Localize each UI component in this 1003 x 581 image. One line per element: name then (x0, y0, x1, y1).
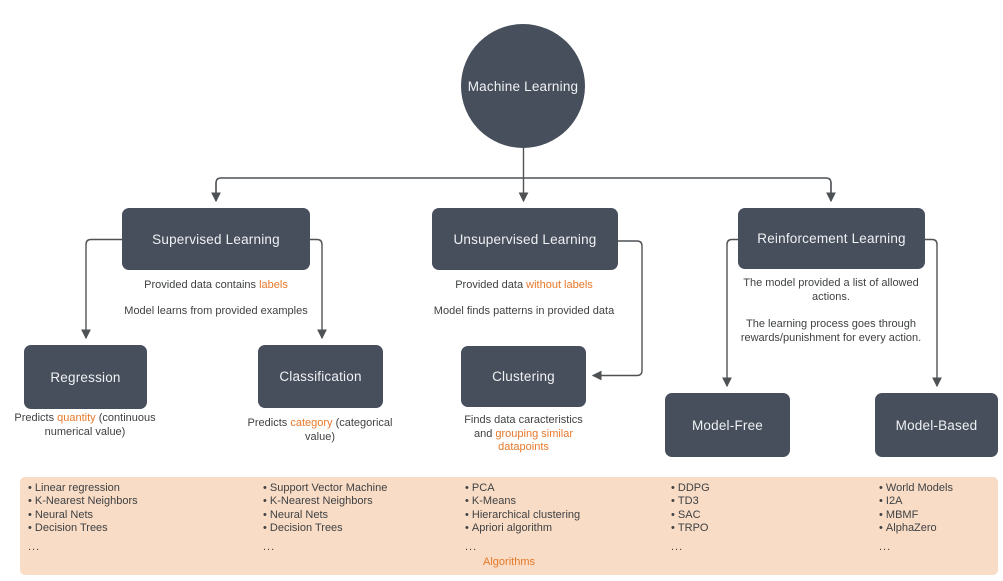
reinforcement-note-2: The learning process goes through reward… (740, 318, 922, 344)
list-item: Support Vector Machine (263, 482, 453, 495)
list-item: DDPG (671, 482, 811, 495)
list-item: Apriori algorithm (465, 522, 655, 535)
node-label: Unsupervised Learning (453, 231, 597, 247)
list-item: Decision Trees (263, 522, 453, 535)
node-clustering: Clustering (461, 346, 586, 407)
accent-without-labels: without labels (526, 279, 593, 291)
node-model-free: Model-Free (665, 393, 790, 457)
unsupervised-note-1: Provided data without labels (455, 279, 593, 291)
node-reinforcement-learning: Reinforcement Learning (738, 208, 925, 269)
node-label: Model-Based (895, 417, 978, 433)
list-item: Neural Nets (263, 509, 453, 522)
node-machine-learning: Machine Learning (461, 24, 585, 148)
list-item: K-Nearest Neighbors (263, 495, 453, 508)
algorithms-band-label: Algorithms (483, 556, 535, 568)
classification-note: Predicts category (categorical value) (247, 417, 393, 443)
node-label: Classification (279, 369, 362, 384)
clustering-note: Finds data caracteristics and grouping s… (464, 414, 583, 454)
algorithm-list-model-free: DDPG TD3 SAC TRPO ... (671, 482, 811, 554)
supervised-note-2: Model learns from provided examples (124, 305, 308, 317)
list-item: I2A (879, 495, 994, 508)
algorithm-list-regression: Linear regression K-Nearest Neighbors Ne… (28, 482, 243, 554)
list-more: ... (263, 540, 276, 553)
list-more: ... (28, 540, 41, 553)
unsupervised-note-2: Model finds patterns in provided data (433, 305, 615, 317)
accent-quantity: quantity (57, 412, 96, 424)
algorithm-list-model-based: World Models I2A MBMF AlphaZero ... (879, 482, 994, 554)
algorithm-list-clustering: PCA K-Means Hierarchical clustering Apri… (465, 482, 655, 554)
accent-grouping: grouping similar datapoints (495, 427, 574, 454)
regression-note: Predicts quantity (continuous numerical … (14, 412, 156, 438)
list-item: AlphaZero (879, 522, 994, 535)
list-item: K-Means (465, 495, 655, 508)
algorithm-list-classification: Support Vector Machine K-Nearest Neighbo… (263, 482, 453, 554)
node-label: Model-Free (691, 417, 764, 433)
list-item: World Models (879, 482, 994, 495)
accent-category: category (290, 417, 333, 429)
list-item: Linear regression (28, 482, 243, 495)
list-item: TRPO (671, 522, 811, 535)
node-label: Reinforcement Learning (757, 231, 906, 246)
node-supervised-learning: Supervised Learning (122, 208, 310, 270)
node-label: Clustering (492, 369, 555, 384)
accent-labels: labels (259, 279, 288, 291)
node-label: Regression (50, 369, 121, 385)
list-item: MBMF (879, 509, 994, 522)
list-more: ... (671, 540, 684, 553)
list-item: PCA (465, 482, 655, 495)
reinforcement-note-1: The model provided a list of allowed act… (743, 277, 919, 303)
list-more: ... (465, 540, 478, 553)
node-classification: Classification (258, 345, 383, 408)
list-item: K-Nearest Neighbors (28, 495, 243, 508)
supervised-note-1: Provided data contains labels (144, 279, 288, 291)
list-item: SAC (671, 509, 811, 522)
list-item: Hierarchical clustering (465, 509, 655, 522)
list-item: Neural Nets (28, 509, 243, 522)
list-more: ... (879, 540, 892, 553)
node-label: Machine Learning (467, 78, 579, 94)
node-unsupervised-learning: Unsupervised Learning (432, 208, 618, 270)
list-item: Decision Trees (28, 522, 243, 535)
node-regression: Regression (24, 345, 147, 409)
node-label: Supervised Learning (152, 231, 280, 247)
node-model-based: Model-Based (875, 393, 998, 457)
list-item: TD3 (671, 495, 811, 508)
